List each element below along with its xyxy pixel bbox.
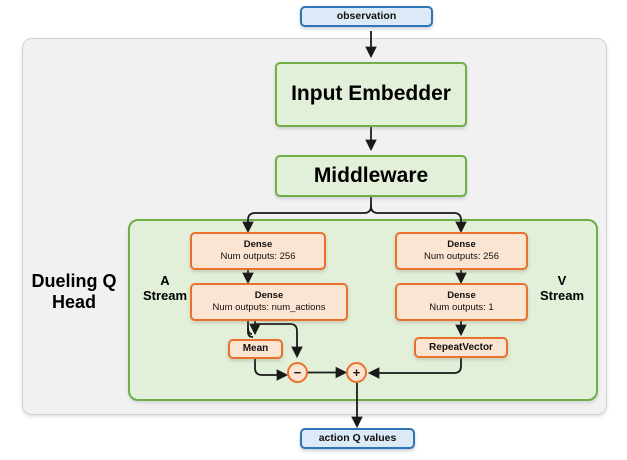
v-stream-dense-2: Dense Num outputs: 1 [395, 283, 528, 321]
value-stream-label-line1: V [557, 273, 567, 288]
block-input-embedder-label: Input Embedder [291, 82, 451, 106]
block-middleware: Middleware [275, 155, 467, 197]
advantage-stream-label-line2: Stream [142, 287, 188, 303]
a-stream-dense-2-detail: Num outputs: num_actions [212, 301, 326, 313]
advantage-stream-label-line1: A [160, 273, 170, 288]
a-stream-dense-1-detail: Num outputs: 256 [220, 250, 296, 262]
block-middleware-label: Middleware [313, 163, 429, 187]
v-stream-dense-1-detail: Num outputs: 256 [424, 250, 499, 262]
v-stream-dense-2-detail: Num outputs: 1 [429, 301, 494, 313]
v-stream-repeat-vector: RepeatVector [414, 337, 508, 358]
io-observation-label: observation [336, 10, 397, 23]
v-stream-repeat-vector-title: RepeatVector [429, 341, 493, 353]
io-observation: observation [300, 6, 433, 27]
v-stream-dense-1: Dense Num outputs: 256 [395, 232, 528, 270]
block-input-embedder: Input Embedder [275, 62, 467, 127]
io-action-q-values: action Q values [300, 428, 415, 449]
add-operator-symbol: + [352, 365, 361, 380]
a-stream-mean-title: Mean [242, 343, 269, 355]
a-stream-dense-2-title: Dense [254, 289, 284, 301]
a-stream-dense-2: Dense Num outputs: num_actions [190, 283, 348, 321]
dueling-q-head-title: Dueling Q Head [26, 271, 122, 312]
dueling-q-head-title-line1: Dueling Q [31, 271, 117, 291]
advantage-stream-label: A Stream [139, 273, 191, 304]
v-stream-dense-2-title: Dense [447, 289, 476, 301]
value-stream-label: V Stream [535, 273, 589, 304]
io-action-q-values-label: action Q values [318, 432, 397, 445]
dueling-q-head-title-line2: Head [51, 291, 96, 312]
a-stream-mean: Mean [228, 339, 283, 359]
a-stream-dense-1-title: Dense [243, 238, 273, 250]
v-stream-dense-1-title: Dense [447, 238, 476, 250]
subtract-operator-symbol: − [293, 365, 302, 380]
a-stream-dense-1: Dense Num outputs: 256 [190, 232, 326, 270]
subtract-operator-icon: − [287, 362, 308, 383]
add-operator-icon: + [346, 362, 367, 383]
value-stream-label-line2: Stream [539, 287, 585, 303]
